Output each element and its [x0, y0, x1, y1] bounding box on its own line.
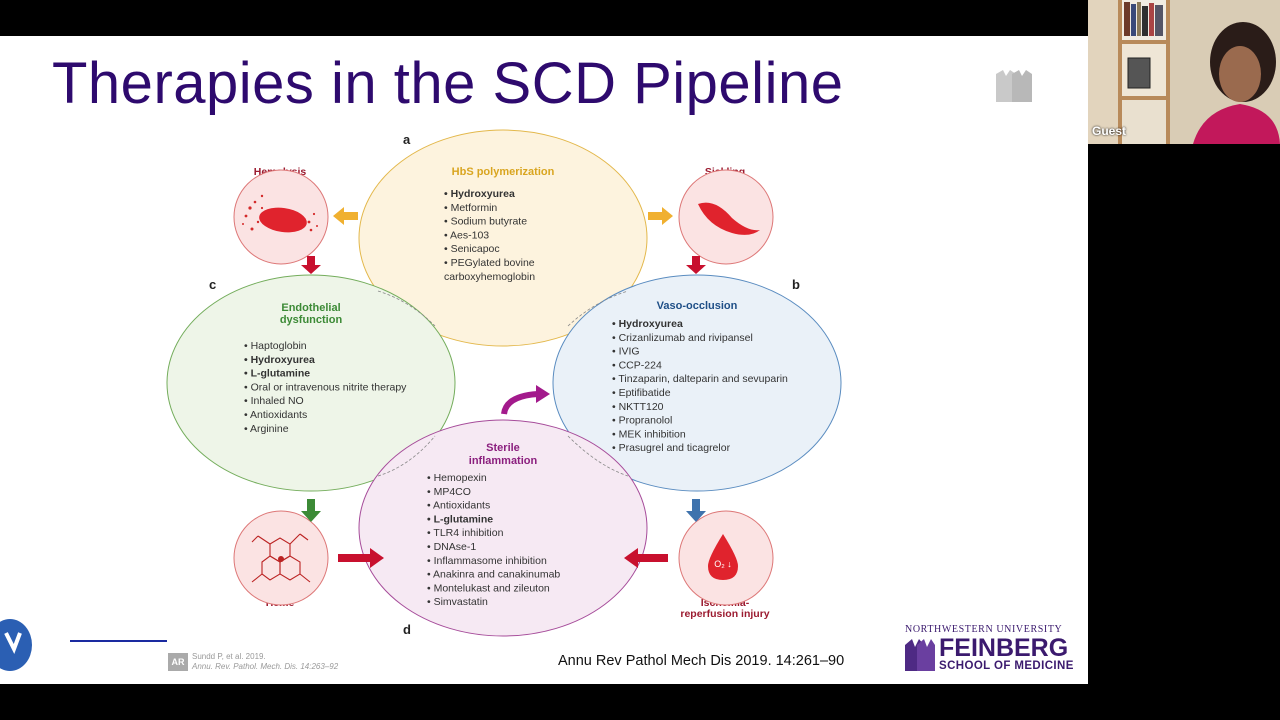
- sterile-drug-item: • Anakinra and canakinumab: [427, 569, 560, 581]
- oxygen-label: O₂ ↓: [714, 559, 732, 569]
- panel-letter-b: b: [792, 277, 800, 292]
- vaso-drug-item: • Hydroxyurea: [612, 318, 683, 330]
- sterile-drug-item: • Antioxidants: [427, 500, 490, 512]
- sterile-title-1: Sterile: [486, 442, 520, 454]
- arrow-ischemia-left: [624, 548, 668, 568]
- arrow-sterile-to-vaso: [501, 385, 550, 415]
- northwestern-university-text: NORTHWESTERN UNIVERSITY: [905, 624, 1063, 635]
- presenter-logo-icon: [996, 70, 1032, 102]
- participant-video-tile[interactable]: Guest: [1088, 0, 1280, 144]
- sterile-title-2: inflammation: [469, 455, 538, 467]
- annual-reviews-logo: AR: [168, 653, 188, 671]
- hbs-drug-item: • PEGylated bovine: [444, 257, 535, 269]
- vaso-drug-item: • MEK inhibition: [612, 428, 686, 440]
- arrow-hemolysis-down: [301, 256, 321, 274]
- arrow-vaso-down: [686, 499, 706, 522]
- hbs-drug-item: • Hydroxyurea: [444, 188, 515, 200]
- sterile-drug-item: • Hemopexin: [427, 472, 487, 484]
- panel-letter-a: a: [403, 132, 411, 147]
- hbs-circle: [358, 129, 648, 347]
- vaso-drug-item: • NKTT120: [612, 401, 664, 413]
- hbs-title: HbS polymerization: [452, 166, 555, 178]
- endothelial-drug-item: • Haptoglobin: [244, 340, 307, 352]
- panel-letter-d: d: [403, 622, 411, 637]
- sterile-drug-list: • Hemopexin • MP4CO • Antioxidants• L-glut…: [427, 472, 560, 608]
- sickle-cell-icon: [678, 169, 774, 265]
- endothelial-drug-item: • Oral or intravenous nitrite therapy: [244, 381, 407, 393]
- feinberg-text: FEINBERG: [939, 634, 1069, 662]
- corner-badge-icon: [0, 619, 32, 671]
- sterile-drug-item: • L-glutamine: [427, 513, 493, 525]
- scd-pathophysiology-diagram: a b c d HbS polymerization Endothelial d…: [166, 129, 842, 637]
- sterile-drug-item: • Inflammasome inhibition: [427, 555, 547, 567]
- arrow-sickling-down: [686, 256, 706, 274]
- blood-drop-icon: O₂ ↓: [678, 510, 774, 606]
- citation: Annu Rev Pathol Mech Dis 2019. 14:261–90: [558, 653, 845, 669]
- endothelial-drug-item: • Arginine: [244, 423, 289, 435]
- hemolysis-icon: [233, 169, 329, 265]
- endothelial-drug-item: • Inhaled NO: [244, 395, 304, 407]
- figure-credit-line2: Annu. Rev. Pathol. Mech. Dis. 14:263–92: [192, 662, 339, 671]
- feinberg-logo: NORTHWESTERN UNIVERSITY FEINBERG SCHOOL …: [903, 624, 1073, 678]
- hbs-drug-item: • Aes-103: [444, 229, 489, 241]
- sterile-drug-item: • MP4CO: [427, 486, 471, 498]
- arrow-hemolysis: [333, 207, 358, 225]
- endothelial-drug-item: • L-glutamine: [244, 368, 310, 380]
- ischemia-label-2: reperfusion injury: [680, 608, 769, 620]
- endothelial-drug-item: • Hydroxyurea: [244, 354, 315, 366]
- heme-molecule-icon: [233, 510, 329, 606]
- school-of-medicine-text: SCHOOL OF MEDICINE: [939, 660, 1074, 672]
- vaso-title: Vaso-occlusion: [657, 300, 738, 312]
- endothelial-title-2: dysfunction: [280, 314, 343, 326]
- feinberg-mark-icon: [905, 639, 935, 671]
- arrow-heme-right: [338, 548, 384, 568]
- endothelial-drug-item: • Antioxidants: [244, 409, 307, 421]
- hbs-drug-item: carboxyhemoglobin: [444, 271, 535, 283]
- slide-underline-decoration: [70, 640, 167, 642]
- arrow-sickling: [648, 207, 673, 225]
- endothelial-drug-list: • Haptoglobin• Hydroxyurea• L-glutamine•…: [244, 340, 407, 435]
- slide: Therapies in the SCD Pipeline a b c d Hb…: [0, 36, 1088, 684]
- hbs-drug-list: • Hydroxyurea • Metformin • Sodium butyrat…: [444, 188, 535, 283]
- figure-credit: Sundd P, et al. 2019. Annu. Rev. Pathol.…: [192, 652, 338, 672]
- sterile-circle: [358, 419, 648, 637]
- vaso-drug-item: • CCP-224: [612, 359, 662, 371]
- hbs-drug-item: • Senicapoc: [444, 243, 500, 255]
- vaso-drug-item: • Crizanlizumab and rivipansel: [612, 332, 753, 344]
- vaso-drug-item: • Tinzaparin, dalteparin and sevuparin: [612, 373, 788, 385]
- participant-video-feed: [1088, 0, 1280, 144]
- slide-title: Therapies in the SCD Pipeline: [52, 51, 844, 116]
- vaso-drug-item: • Eptifibatide: [612, 387, 671, 399]
- vaso-drug-item: • IVIG: [612, 346, 640, 358]
- sterile-drug-item: • DNAse-1: [427, 541, 476, 553]
- figure-credit-line1: Sundd P, et al. 2019.: [192, 652, 266, 661]
- vaso-drug-item: • Propranolol: [612, 415, 672, 427]
- vaso-drug-list: • Hydroxyurea • Crizanlizumab and rivipan…: [612, 318, 788, 454]
- arrow-endothelial-down: [301, 499, 321, 522]
- sterile-drug-item: • Simvastatin: [427, 596, 488, 608]
- hbs-drug-item: • Metformin: [444, 202, 497, 214]
- participant-name: Guest: [1092, 124, 1127, 138]
- endothelial-circle: [166, 274, 456, 492]
- sterile-drug-item: • Montelukast and zileuton: [427, 582, 550, 594]
- endothelial-title-1: Endothelial: [281, 302, 340, 314]
- vaso-circle: [552, 274, 842, 492]
- panel-letter-c: c: [209, 277, 216, 292]
- hbs-drug-item: • Sodium butyrate: [444, 216, 527, 228]
- vaso-drug-item: • Prasugrel and ticagrelor: [612, 442, 731, 454]
- sterile-drug-item: • TLR4 inhibition: [427, 527, 504, 539]
